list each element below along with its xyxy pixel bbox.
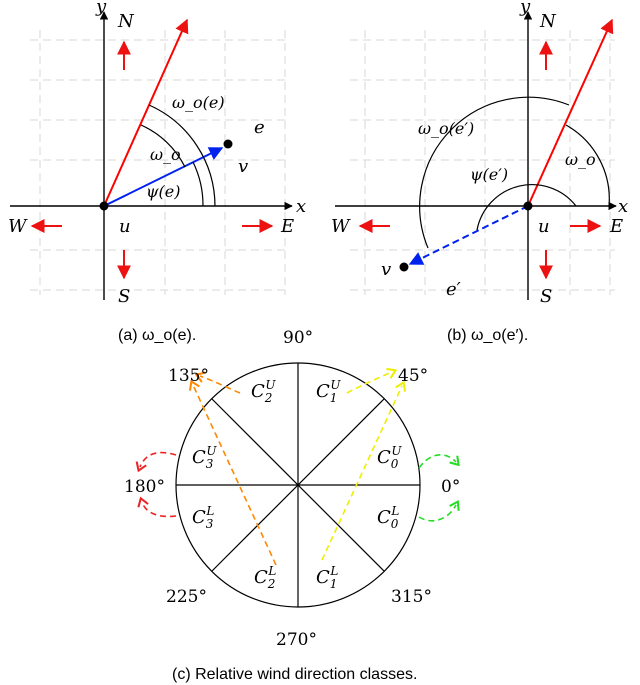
omega-e-label: ω_o(e′) [418,119,474,138]
class-connectors [135,367,460,566]
psi-label: ψ(e) [146,182,181,201]
node-v [399,262,409,272]
omega-label: ω_o [150,145,181,164]
omega-e-arc [148,104,216,207]
angle-label-45: 45° [398,366,428,386]
class-label-c1l: C1L [316,564,338,591]
west-label: W [8,216,28,237]
psi-arc [192,161,204,207]
caption-b: (b) ω_o(e′). [447,327,528,344]
class-label-c3l: C3L [192,504,214,531]
angle-label-135: 135° [168,366,209,386]
angle-label-0: 0° [441,477,460,497]
node-u [99,201,109,211]
svg-text:C0U: C0U [377,444,402,471]
svg-text:C2L: C2L [254,564,276,591]
south-label: S [540,286,552,307]
svg-text:C0L: C0L [377,504,399,531]
omega-arc [140,124,186,168]
south-label: S [118,286,130,307]
psi-arc [476,184,577,231]
edge-e-arrow [103,147,224,207]
v-label: v [238,156,248,177]
x-axis-label: x [296,196,306,217]
node-v [223,139,233,149]
class-label-c2u: C2U [251,378,276,405]
psi-label: ψ(e′) [470,165,508,184]
connector-c3u [135,451,177,473]
wind-vector [527,18,614,207]
class-label-c0l: C0L [377,504,399,531]
connector-c0u [418,454,460,469]
omega-e-prime-arc [419,96,570,249]
caption-a: (a) ω_o(e). [118,327,196,344]
connector-c2u [194,371,241,394]
edge-label: e′ [446,279,461,300]
angle-label-90: 90° [283,328,313,348]
class-label-c1u: C1U [316,378,341,405]
svg-text:C1L: C1L [316,564,338,591]
sector-line-135-315 [211,398,385,572]
angle-label-270: 270° [276,630,317,650]
angle-label-315: 315° [391,587,432,607]
grid-a [30,30,290,295]
north-label: N [117,11,135,32]
caption-c: (c) Relative wind direction classes. [172,666,417,683]
svg-text:C3L: C3L [192,504,214,531]
north-label: N [539,11,557,32]
class-label-c2l: C2L [254,564,276,591]
connector-c2l [188,379,277,566]
y-axis-label: y [95,0,107,17]
class-label-c0u: C0U [377,444,402,471]
class-label-c3u: C3U [192,444,217,471]
connector-c1u [346,367,398,394]
panel-b: x y ω_o(e′) ω_o ψ(e′) e′ v u N S E W (b)… [331,0,628,344]
u-label: u [119,216,131,237]
connector-c0l [418,499,460,522]
grid-b [350,30,615,295]
connector-c3l [137,496,177,518]
svg-text:C3U: C3U [192,444,217,471]
east-label: E [609,216,623,237]
svg-text:C2U: C2U [251,378,276,405]
omega-e-label: ω_o(e) [172,93,225,112]
angle-label-180: 180° [124,477,165,497]
panel-c: 0° 45° 90° 135° 180° 225° 270° 315° C0U … [124,328,460,683]
u-label: u [538,216,550,237]
edge-label: e [254,117,265,138]
east-label: E [280,216,294,237]
y-axis-label: y [519,0,531,17]
svg-text:C1U: C1U [316,378,341,405]
angle-label-225: 225° [166,587,207,607]
node-u [523,201,533,211]
west-label: W [331,216,351,237]
v-label: v [381,259,391,280]
panel-a: x y ω_o(e) ω_o ψ(e) e v u N S E W (a) ω_… [8,0,306,344]
connector-c1l [321,380,407,561]
x-axis-label: x [618,196,628,217]
omega-arc [565,124,610,207]
omega-label: ω_o [565,150,596,169]
edge-e-prime-arrow [408,205,529,265]
wind-vector [103,18,189,207]
